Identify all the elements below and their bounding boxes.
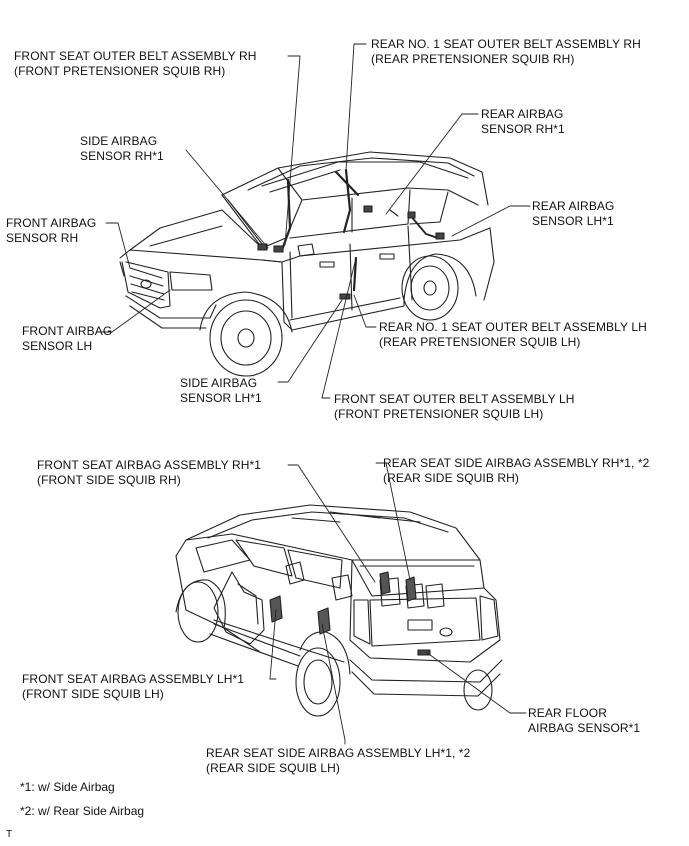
- label-rear-seat-side-airbag-rh: REAR SEAT SIDE AIRBAG ASSEMBLY RH*1, *2 …: [383, 456, 649, 485]
- label-line-2: (FRONT PRETENSIONER SQUIB LH): [334, 406, 544, 421]
- label-line-2: AIRBAG SENSOR*1: [528, 720, 641, 735]
- label-line-1: FRONT SEAT AIRBAG ASSEMBLY RH*1: [37, 458, 262, 472]
- label-line-2: SENSOR LH: [22, 338, 93, 353]
- label-rear-airbag-sensor-lh: REAR AIRBAG SENSOR LH*1: [532, 199, 614, 228]
- bottom-leader-lines: [269, 462, 527, 745]
- label-line-1: REAR NO. 1 SEAT OUTER BELT ASSEMBLY LH: [379, 320, 647, 334]
- label-line-1: REAR FLOOR: [528, 706, 608, 720]
- footnote-side-airbag: *1: w/ Side Airbag: [20, 780, 115, 794]
- label-line-2: SENSOR LH*1: [180, 390, 262, 405]
- label-line-2: SENSOR RH*1: [80, 148, 164, 163]
- label-line-2: (REAR SIDE SQUIB LH): [206, 760, 341, 775]
- label-side-airbag-sensor-lh: SIDE AIRBAG SENSOR LH*1: [180, 376, 262, 405]
- corner-tag: T: [6, 829, 13, 840]
- label-rear-seat-side-airbag-lh: REAR SEAT SIDE AIRBAG ASSEMBLY LH*1, *2 …: [206, 746, 470, 775]
- label-rear-seat-outer-belt-lh: REAR NO. 1 SEAT OUTER BELT ASSEMBLY LH (…: [379, 320, 647, 349]
- rear-three-quarter-vehicle: [175, 504, 503, 717]
- label-line-1: REAR NO. 1 SEAT OUTER BELT ASSEMBLY RH: [371, 37, 641, 51]
- label-front-seat-outer-belt-lh: FRONT SEAT OUTER BELT ASSEMBLY LH (FRONT…: [334, 392, 574, 421]
- label-front-seat-outer-belt-rh: FRONT SEAT OUTER BELT ASSEMBLY RH (FRONT…: [14, 49, 256, 78]
- label-line-2: (FRONT SIDE SQUIB LH): [22, 686, 164, 701]
- label-line-1: REAR SEAT SIDE AIRBAG ASSEMBLY LH*1, *2: [206, 746, 471, 760]
- label-line-1: REAR SEAT SIDE AIRBAG ASSEMBLY RH*1, *2: [383, 456, 650, 470]
- label-line-1: FRONT SEAT OUTER BELT ASSEMBLY RH: [14, 49, 257, 63]
- top-leader-lines: [97, 43, 531, 399]
- label-front-seat-airbag-rh: FRONT SEAT AIRBAG ASSEMBLY RH*1 (FRONT S…: [37, 458, 261, 487]
- label-line-2: SENSOR RH: [6, 230, 79, 245]
- label-line-2: (FRONT PRETENSIONER SQUIB RH): [14, 63, 226, 78]
- label-line-2: (REAR SIDE SQUIB RH): [383, 470, 520, 485]
- label-line-1: SIDE AIRBAG: [80, 134, 158, 148]
- label-line-2: SENSOR LH*1: [532, 213, 614, 228]
- footnote-rear-side-airbag: *2: w/ Rear Side Airbag: [20, 804, 145, 818]
- label-line-1: REAR AIRBAG: [481, 107, 564, 121]
- label-rear-floor-airbag-sensor: REAR FLOOR AIRBAG SENSOR*1: [528, 706, 640, 735]
- label-front-airbag-sensor-rh: FRONT AIRBAG SENSOR RH: [6, 216, 96, 245]
- label-line-1: FRONT SEAT AIRBAG ASSEMBLY LH*1: [22, 672, 245, 686]
- label-front-airbag-sensor-lh: FRONT AIRBAG SENSOR LH: [22, 324, 112, 353]
- label-line-2: SENSOR RH*1: [481, 121, 565, 136]
- label-line-2: (REAR PRETENSIONER SQUIB LH): [379, 334, 581, 349]
- label-line-2: (FRONT SIDE SQUIB RH): [37, 472, 181, 487]
- label-rear-airbag-sensor-rh: REAR AIRBAG SENSOR RH*1: [481, 107, 565, 136]
- label-line-1: REAR AIRBAG: [532, 199, 615, 213]
- label-side-airbag-sensor-rh: SIDE AIRBAG SENSOR RH*1: [80, 134, 164, 163]
- label-line-1: FRONT AIRBAG: [22, 324, 113, 338]
- label-line-1: FRONT SEAT OUTER BELT ASSEMBLY LH: [334, 392, 575, 406]
- label-line-2: (REAR PRETENSIONER SQUIB RH): [371, 51, 575, 66]
- label-line-1: FRONT AIRBAG: [6, 216, 97, 230]
- label-line-1: SIDE AIRBAG: [180, 376, 258, 390]
- label-front-seat-airbag-lh: FRONT SEAT AIRBAG ASSEMBLY LH*1 (FRONT S…: [22, 672, 244, 701]
- label-rear-seat-outer-belt-rh: REAR NO. 1 SEAT OUTER BELT ASSEMBLY RH (…: [371, 37, 641, 66]
